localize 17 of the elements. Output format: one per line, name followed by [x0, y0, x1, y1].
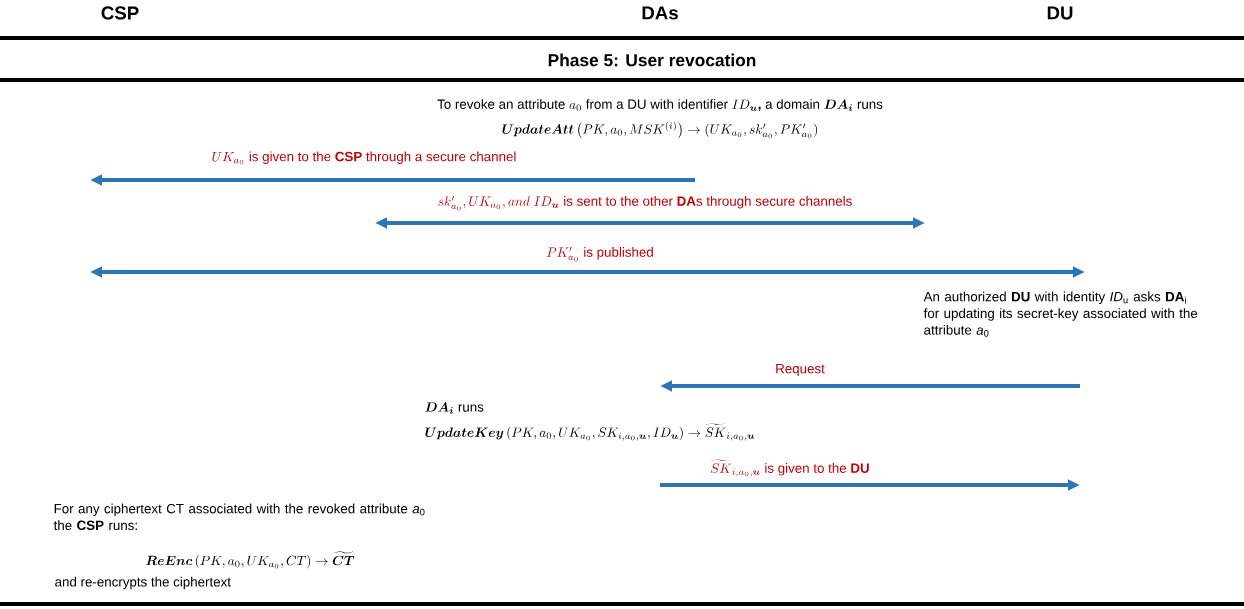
formula: $\boldsymbol{ReEnc}\left(PK, a_0, UK_{a_0}, CT\right) \to \widetilde{\boldsymbol{CT}}$: [146, 551, 355, 569]
section-title: Phase 5: User revocation: [548, 53, 756, 67]
arrow-label: $PK'_{a_0}\text{ is published}$: [544, 245, 656, 263]
formula: $\boldsymbol{UpdateKey}\left(PK, a_0, UK_{a_0}, SK_{i,a_0,\boldsymbol{u}}, ID_{\boldsymbol{u}}\right) \to \widetilde{SK}_{i,a_0,\boldsymbol{u}}$: [425, 423, 755, 441]
arrow-label: Request: [773, 362, 827, 378]
arrow-label: $UK_{a_0}\text{ is given to the }\textbf{CSP}\text{ through a secure channel}$: [210, 150, 518, 166]
description-text: For any ciphertext CT associated with the revoked attribute a$_{0}$ the CSP runs:: [53, 503, 425, 531]
description-text: An authorized DU with identity ID$_{u}$ asks DA$_{i}$ for updating its secret-key associated with the attribute a$_{0}$: [923, 291, 1198, 337]
arrow-label: $sk'_{a_0}, UK_{a_0}, and\ ID_{\boldsymbol{u}}\text{ is sent to the other }\textbf{DA}\text{s through secure channels}$: [436, 194, 854, 212]
formula: $\boldsymbol{UpdateAtt}\left(PK, a_0, MSK^{(i)}\right) \to (UK_{a_0}, sk'_{a_0}, PK'_{a_0})$: [502, 121, 818, 139]
description-text: and re-encrypts the ciphertext: [55, 576, 231, 590]
arrow-label: $\widetilde{SK}_{i,a_0,\boldsymbol{u}}\text{ is given to the }\textbf{DU}$: [709, 458, 871, 478]
column-heading: DU: [1047, 6, 1073, 20]
description-text: $\text{To revoke an attribute } a_0 \text{ from a DU with identifier } ID_{\boldsymbol{u}}\textbf{,}\text{ a domain } \boldsymbol{DA_i} \text{ runs}$: [437, 99, 883, 111]
column-heading: CSP: [101, 6, 139, 20]
description-text: $\boldsymbol{DA_i}\text{ runs}$: [425, 402, 484, 414]
column-heading: DAs: [642, 6, 678, 20]
